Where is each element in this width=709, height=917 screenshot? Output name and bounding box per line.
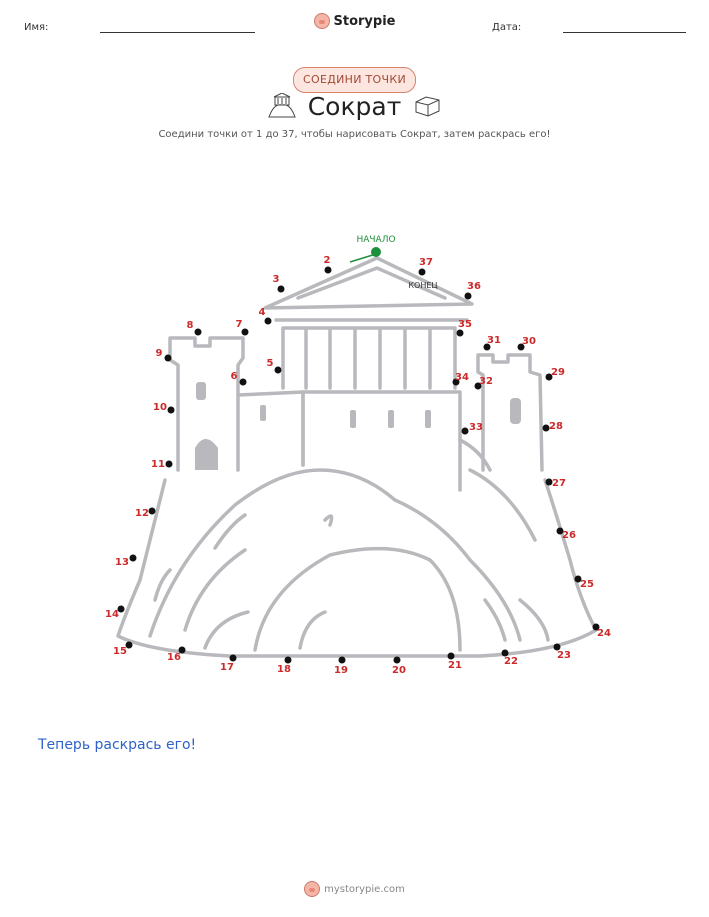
dot-number-7: 7	[236, 319, 243, 330]
dot-number-2: 2	[324, 255, 331, 266]
dot-24	[592, 623, 600, 631]
dot-7	[241, 328, 249, 336]
dot-31	[483, 343, 491, 351]
dot-number-6: 6	[231, 371, 238, 382]
name-label: Имя:	[24, 22, 49, 33]
end-label: КОНЕЦ	[408, 281, 437, 290]
dot-36	[464, 292, 472, 300]
dot-number-13: 13	[115, 557, 129, 568]
dot-number-22: 22	[504, 656, 518, 667]
dot-number-27: 27	[552, 478, 566, 489]
dot-number-9: 9	[156, 348, 163, 359]
dot-4	[264, 317, 272, 325]
dot-10	[167, 406, 175, 414]
dot-34	[452, 378, 460, 386]
dot-number-21: 21	[448, 660, 462, 671]
dot-29	[545, 373, 553, 381]
dot-11	[165, 460, 173, 468]
acropolis-outline	[116, 256, 598, 658]
stone-block-icon	[415, 96, 440, 117]
dot-number-25: 25	[580, 579, 594, 590]
dot-33	[461, 427, 469, 435]
dot-number-31: 31	[487, 335, 501, 346]
dot-number-19: 19	[334, 665, 348, 676]
brand-logo: Storypie	[0, 13, 709, 29]
dot-25	[574, 575, 582, 583]
dot-number-10: 10	[153, 402, 167, 413]
dot-number-23: 23	[557, 650, 571, 661]
dot-number-35: 35	[458, 319, 472, 330]
dot-8	[194, 328, 202, 336]
dot-18	[284, 656, 292, 664]
dot-2	[324, 266, 332, 274]
dot-3	[277, 285, 285, 293]
dot-12	[148, 507, 156, 515]
dot-23	[553, 643, 561, 651]
dot-number-4: 4	[259, 307, 266, 318]
dot-number-32: 32	[479, 376, 493, 387]
dot-35	[456, 329, 464, 337]
pig-logo-icon	[313, 13, 330, 29]
page-title: Сократ	[307, 92, 402, 121]
dot-number-20: 20	[392, 665, 406, 676]
dot-number-5: 5	[267, 358, 274, 369]
dot-number-26: 26	[562, 530, 576, 541]
dot-number-18: 18	[277, 664, 291, 675]
name-line[interactable]	[100, 32, 255, 33]
dot-number-16: 16	[167, 652, 181, 663]
dot-number-8: 8	[187, 320, 194, 331]
dot-number-3: 3	[273, 274, 280, 285]
color-prompt: Теперь раскрась его!	[38, 737, 197, 753]
start-label: НАЧАЛО	[356, 235, 395, 245]
dot-number-24: 24	[597, 628, 611, 639]
dot-20	[393, 656, 401, 664]
dot-number-36: 36	[467, 281, 481, 292]
dot-19	[338, 656, 346, 664]
dot-30	[517, 343, 525, 351]
dot-22	[501, 649, 509, 657]
date-label: Дата:	[492, 22, 522, 33]
dot-13	[129, 554, 137, 562]
dot-37	[418, 268, 426, 276]
dot-number-12: 12	[135, 508, 149, 519]
footer-pig-icon	[304, 881, 321, 897]
activity-badge: СОЕДИНИ ТОЧКИ	[293, 67, 416, 93]
dot-number-37: 37	[419, 257, 433, 268]
start-dot	[371, 247, 381, 257]
dot-number-30: 30	[522, 336, 536, 347]
dot-9	[164, 354, 172, 362]
dot-number-28: 28	[549, 421, 563, 432]
start-line	[349, 253, 377, 263]
dot-21	[447, 652, 455, 660]
dot-number-15: 15	[113, 646, 127, 657]
dot-number-17: 17	[220, 662, 234, 673]
dot-27	[545, 478, 553, 486]
dot-6	[239, 378, 247, 386]
dot-32	[474, 382, 482, 390]
dot-26	[556, 527, 564, 535]
dot-number-14: 14	[105, 609, 119, 620]
dot-14	[117, 605, 125, 613]
instructions: Соедини точки от 1 до 37, чтобы нарисова…	[158, 129, 551, 140]
acropolis-icon	[268, 93, 296, 118]
dot-16	[178, 646, 186, 654]
dot-28	[542, 424, 550, 432]
brand-name: Storypie	[333, 13, 396, 29]
dot-number-33: 33	[469, 422, 483, 433]
date-line[interactable]	[563, 32, 686, 33]
dot-number-11: 11	[151, 459, 165, 470]
footer: mystorypie.com	[0, 881, 709, 897]
dot-17	[229, 654, 237, 662]
dot-number-29: 29	[551, 367, 565, 378]
dot-5	[274, 366, 282, 374]
dot-15	[125, 641, 133, 649]
footer-url[interactable]: mystorypie.com	[324, 883, 405, 895]
dot-number-34: 34	[455, 372, 469, 383]
